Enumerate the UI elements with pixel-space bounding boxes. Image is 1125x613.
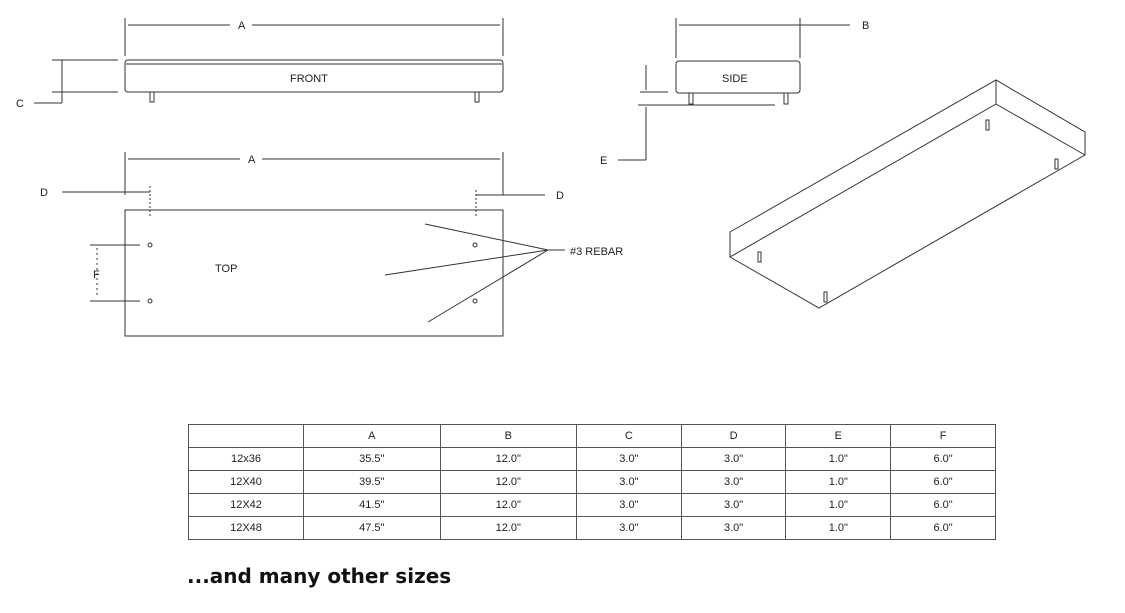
caption: ...and many other sizes [187, 564, 452, 588]
table-cell: 35.5" [303, 447, 441, 471]
top-view: A D D TOP F #3 REBAR [40, 152, 623, 337]
table-cell: 12x36 [188, 447, 304, 471]
table-cell: 12X42 [188, 493, 304, 517]
table-cell: 3.0" [680, 493, 787, 517]
table-cell: 12.0" [439, 516, 577, 540]
table-cell: 1.0" [785, 447, 892, 471]
side-label: SIDE [722, 73, 748, 85]
table-cell: 6.0" [890, 493, 996, 517]
table-cell: 12X48 [188, 516, 304, 540]
rebar-callout: #3 REBAR [570, 246, 623, 258]
dim-a-top-label: A [248, 154, 256, 166]
table-cell: 3.0" [576, 447, 682, 471]
table-cell: 6.0" [890, 470, 996, 494]
table-cell: 3.0" [576, 470, 682, 494]
table-cell: 1.0" [785, 493, 892, 517]
table-cell: 12.0" [439, 470, 577, 494]
dim-e-label: E [600, 155, 607, 167]
top-label: TOP [215, 263, 237, 275]
table-cell: 3.0" [576, 516, 682, 540]
table-cell: 6.0" [890, 447, 996, 471]
table-cell: 1.0" [785, 470, 892, 494]
header-cell: F [890, 424, 996, 448]
header-cell: B [439, 424, 577, 448]
dim-d-left-label: D [40, 187, 48, 199]
front-view: A FRONT C [16, 18, 504, 110]
table-cell: 12.0" [439, 493, 577, 517]
table-cell: 41.5" [303, 493, 441, 517]
side-view: B SIDE E [600, 18, 869, 167]
table-cell: 47.5" [303, 516, 441, 540]
table-cell: 3.0" [680, 470, 787, 494]
table-cell: 39.5" [303, 470, 441, 494]
table-cell: 6.0" [890, 516, 996, 540]
table-cell: 12X40 [188, 470, 304, 494]
dim-f-label: F [93, 269, 100, 281]
table-cell: 3.0" [576, 493, 682, 517]
isometric-view [729, 79, 1086, 309]
dim-c-label: C [16, 98, 24, 110]
header-cell: A [303, 424, 441, 448]
technical-drawing: A FRONT C A D D TOP F #3 REBAR B SIDE [16, 18, 1086, 337]
dim-a-label: A [238, 20, 246, 32]
header-cell: C [576, 424, 682, 448]
header-cell: D [680, 424, 787, 448]
table-header-row: A B C D E F [188, 424, 996, 448]
table-cell: 12.0" [439, 447, 577, 471]
front-label: FRONT [290, 73, 328, 85]
dim-d-right-label: D [556, 190, 564, 202]
header-cell: E [785, 424, 892, 448]
dim-b-label: B [862, 20, 869, 32]
table-cell: 1.0" [785, 516, 892, 540]
table-cell: 3.0" [680, 447, 787, 471]
table-cell: 3.0" [680, 516, 787, 540]
header-cell [188, 424, 304, 448]
